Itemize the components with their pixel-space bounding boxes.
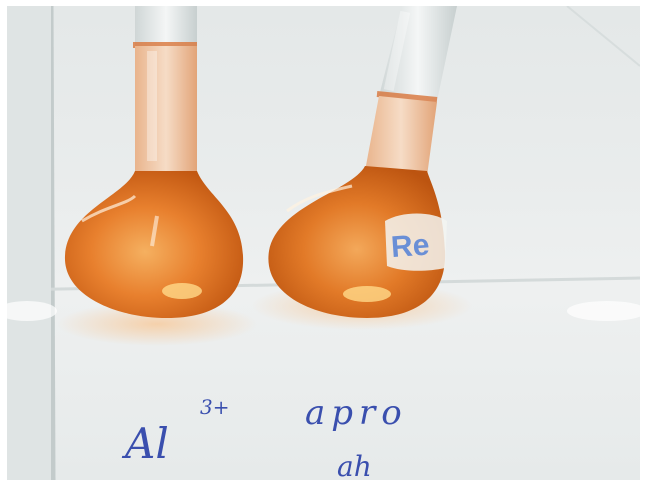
handwritten-word: apro (305, 393, 408, 433)
handwritten-second-line: ah (337, 450, 372, 480)
handwritten-charge: 3+ (200, 395, 229, 419)
reflection-left (57, 302, 257, 346)
flask-photo: Re Al 3+ apro ah (7, 6, 640, 480)
handwriting: Al 3+ apro ah (121, 393, 408, 480)
volumetric-flask-left (64, 6, 244, 318)
flask-label-text: Re (390, 228, 431, 264)
photo-illustration: Re Al 3+ apro ah (7, 6, 640, 480)
flask-label-sticker (385, 213, 447, 271)
handwritten-ion-label: Al (121, 419, 169, 468)
volumetric-flask-right: Re (268, 6, 457, 318)
